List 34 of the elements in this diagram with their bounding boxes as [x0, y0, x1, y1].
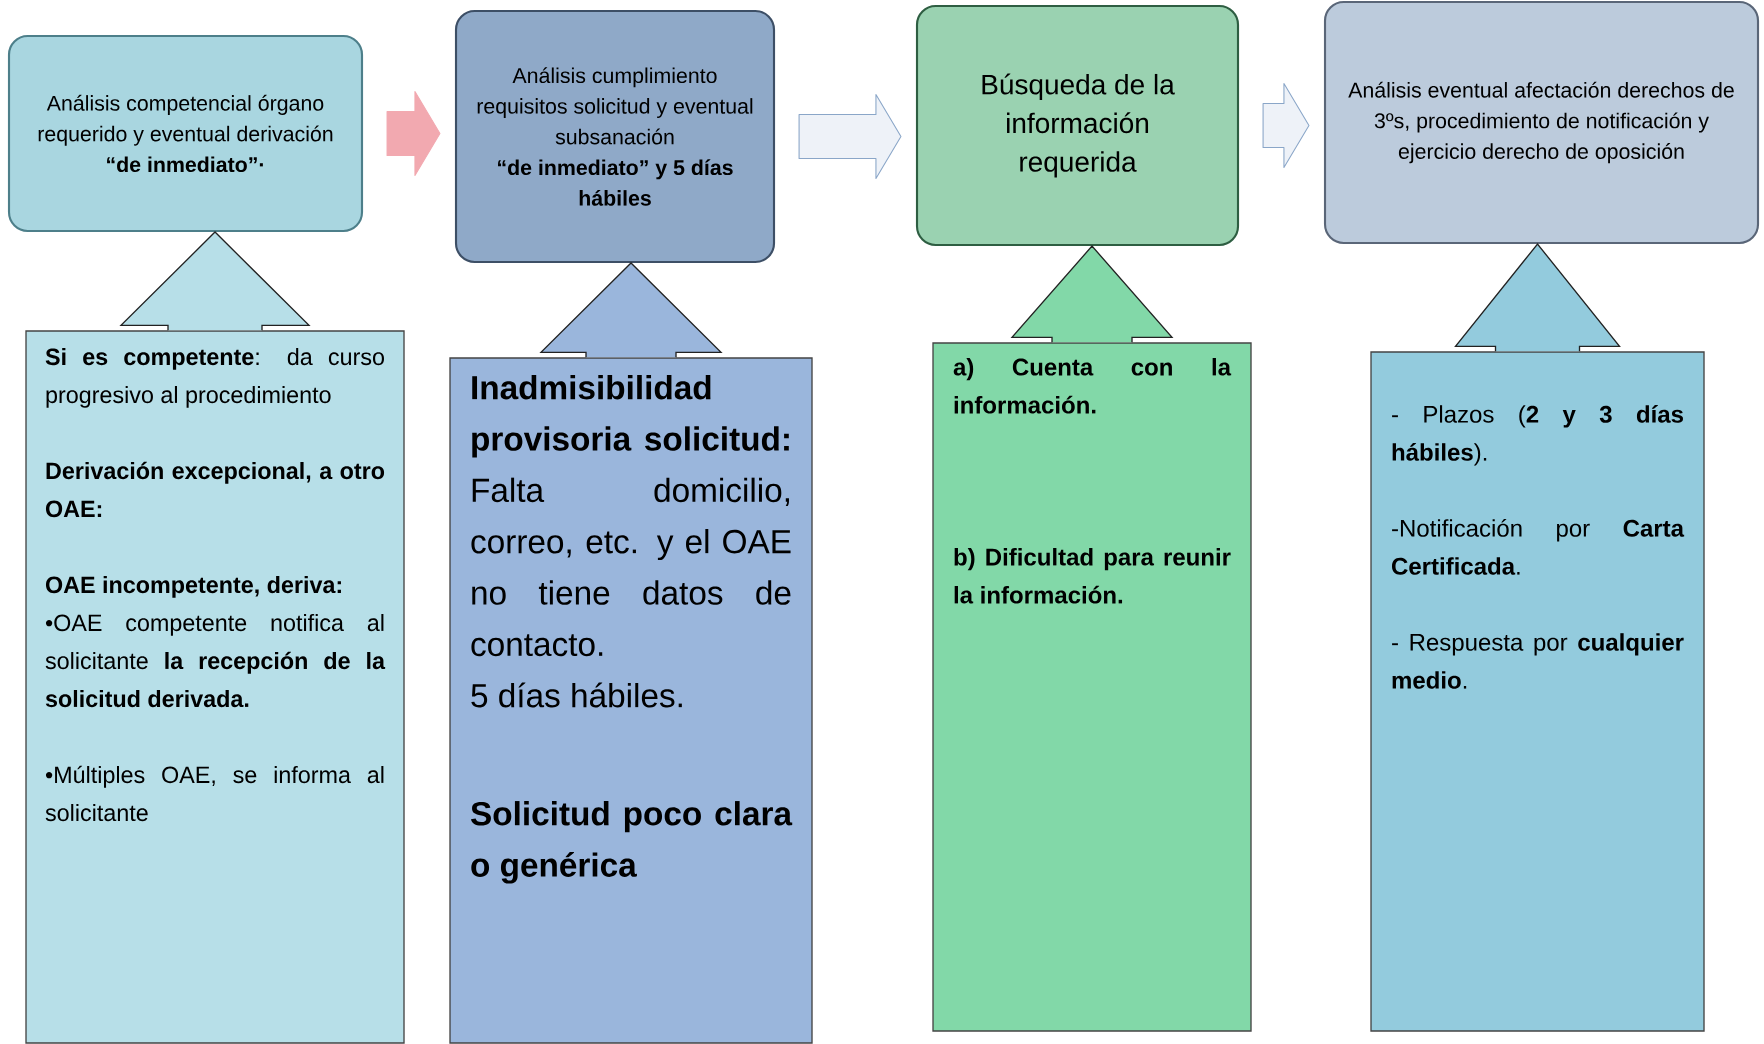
note-text: b) Dificultad para reunir la información. [954, 548, 1231, 604]
box-text: “de inmediato”· [107, 156, 263, 173]
box-text: Búsqueda de la información requerida [982, 73, 1175, 178]
box-text: Análisis cumplimiento requisitos solicitud y eventual subsanación [477, 67, 753, 145]
callout-arrow [539, 262, 723, 358]
process-box [1323, 0, 1760, 245]
note-text: Inadmisibilidad provisoria solicitud: Falta domicilio, correo, etc. y el OAE no tiene datos de contacto. [471, 375, 791, 657]
callout-arrow [119, 231, 311, 331]
note-text: Derivación excepcional, a otro OAE: [45, 461, 385, 518]
note-text: - Respuesta por cualquier medio. [1392, 633, 1684, 689]
note-text: •OAE competente notifica al solicitante la recepción de la solicitud derivada. [45, 614, 386, 708]
note-text: •Múltiples OAE, se informa al solicitante [45, 765, 384, 822]
note-text: Solicitud poco clara o genérica [470, 801, 793, 884]
note-box [932, 342, 1252, 1032]
note-text: -Notificación por Carta Certificada. [1392, 518, 1685, 575]
process-box [454, 9, 776, 264]
block-arrow [386, 90, 441, 177]
note-box [1370, 351, 1705, 1032]
note-text: a) Cuenta con la información. [953, 358, 1232, 414]
box-text: Análisis eventual afectación derechos de 3ºs, procedimiento de notificación y ejercicio derecho de oposición [1348, 81, 1734, 164]
note-text: OAE incompetente, deriva: [45, 576, 341, 598]
note-box [25, 330, 405, 1044]
callout-arrow [1454, 243, 1621, 352]
box-text: Análisis competencial órgano requerido y eventual derivación [38, 94, 333, 146]
process-box [7, 34, 364, 233]
note-text: 5 días hábiles. [471, 682, 682, 708]
process-box [915, 4, 1240, 247]
note-text: Si es competente: da curso progresivo al procedimiento [45, 348, 384, 408]
block-arrow [1262, 82, 1310, 169]
callout-arrow [1010, 245, 1174, 343]
block-arrow [798, 93, 902, 180]
box-text: “de inmediato” y 5 días hábiles [498, 159, 733, 206]
note-text: - Plazos (2 y 3 días hábiles). [1392, 405, 1683, 466]
note-box [449, 357, 813, 1044]
